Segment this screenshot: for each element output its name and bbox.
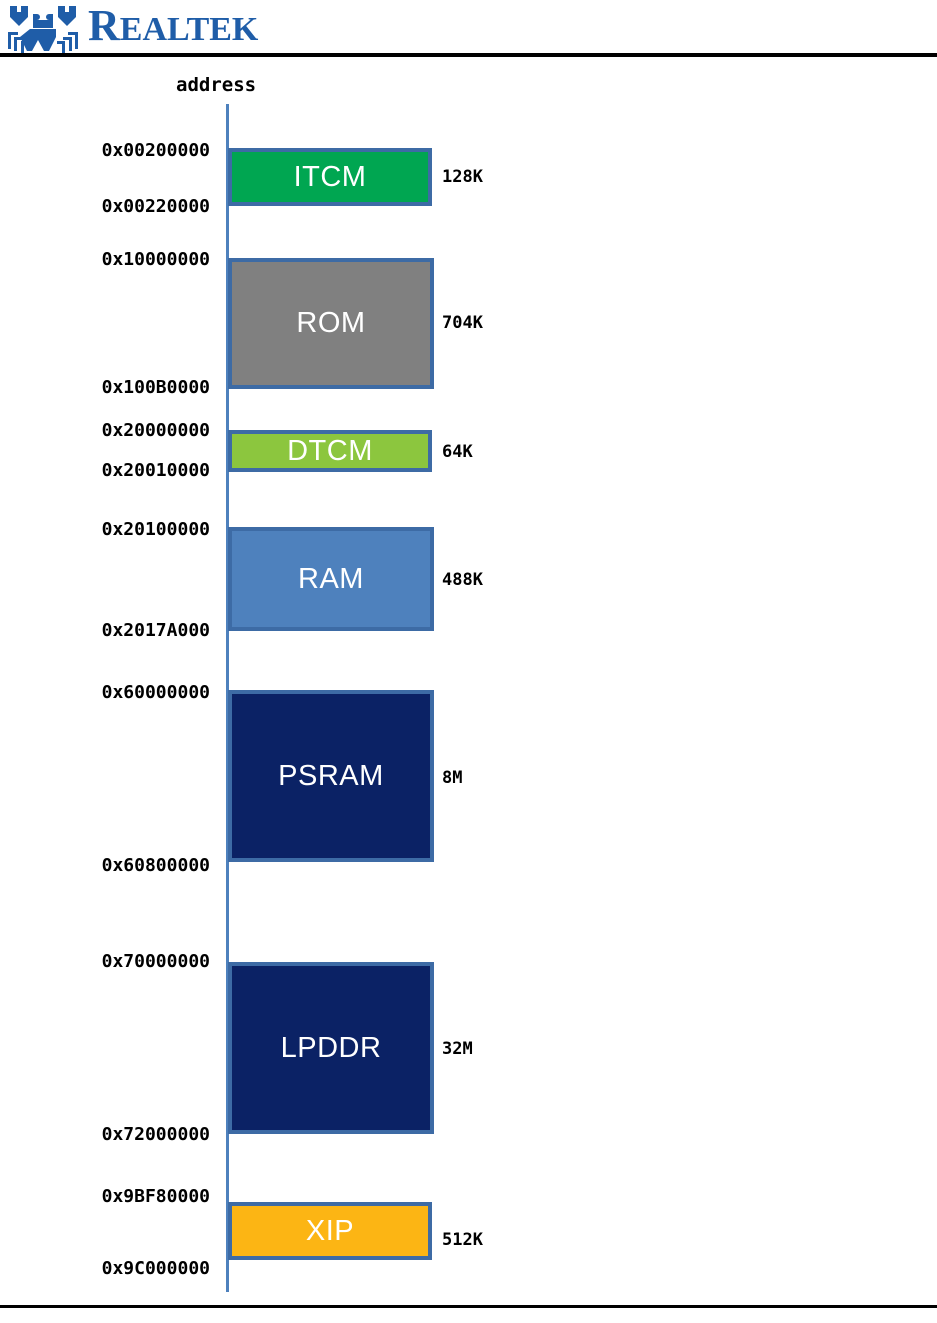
header-divider — [0, 53, 937, 57]
memory-block-xip: XIP — [228, 1202, 432, 1260]
memory-size-label: 64K — [442, 442, 473, 462]
address-label: 0x9C000000 — [101, 1258, 210, 1279]
address-label: 0x20100000 — [101, 519, 210, 540]
address-label: 0x20000000 — [101, 420, 210, 441]
memory-block-label: ROM — [296, 307, 366, 339]
address-label: 0x100B0000 — [101, 377, 210, 398]
memory-block-label: DTCM — [287, 434, 373, 467]
memory-block-label: PSRAM — [278, 759, 384, 792]
address-label: 0x9BF80000 — [101, 1186, 210, 1207]
memory-block-label: ITCM — [293, 160, 367, 193]
memory-block-label: XIP — [305, 1214, 355, 1247]
realtek-wordmark: REALTEK — [88, 2, 258, 54]
memory-size-label: 512K — [442, 1230, 483, 1250]
memory-block-label: RAM — [298, 562, 364, 595]
address-label: 0x2017A000 — [101, 620, 210, 641]
address-axis-line — [226, 104, 229, 1292]
page-header: REALTEK — [0, 0, 937, 58]
axis-title: address — [176, 74, 257, 96]
memory-block-itcm: ITCM — [228, 148, 432, 206]
memory-size-label: 32M — [442, 1039, 473, 1059]
memory-block-label: LPDDR — [280, 1031, 382, 1064]
address-label: 0x60000000 — [101, 682, 210, 703]
address-label: 0x70000000 — [101, 951, 210, 972]
memory-size-label: 704K — [442, 313, 483, 333]
realtek-crab-logo-icon — [6, 4, 80, 54]
address-label: 0x60800000 — [101, 855, 210, 876]
memory-size-label: 8M — [442, 768, 463, 788]
memory-size-label: 128K — [442, 167, 483, 187]
memory-block-dtcm: DTCM — [228, 430, 432, 472]
footer-divider — [0, 1305, 937, 1308]
memory-block-rom: ROM — [228, 258, 434, 389]
address-label: 0x00200000 — [101, 140, 210, 161]
wordmark-initial: R — [88, 1, 120, 50]
address-label: 0x00220000 — [101, 196, 210, 217]
wordmark-rest: EALTEK — [119, 11, 259, 48]
address-label: 0x10000000 — [101, 249, 210, 270]
address-label: 0x20010000 — [101, 460, 210, 481]
memory-block-lpddr: LPDDR — [228, 962, 434, 1134]
address-label: 0x72000000 — [101, 1124, 210, 1145]
memory-block-ram: RAM — [228, 527, 434, 631]
memory-block-psram: PSRAM — [228, 690, 434, 862]
memory-size-label: 488K — [442, 570, 483, 590]
